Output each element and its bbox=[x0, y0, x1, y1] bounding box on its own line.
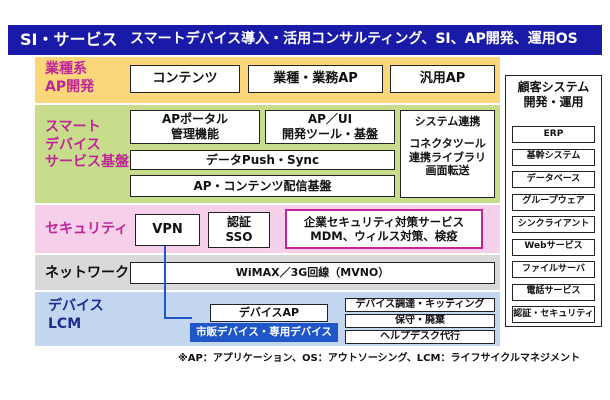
box-ap-ui-dev: AP／UI 開発ツール・基盤 bbox=[265, 110, 395, 144]
box-general-ap: 汎用AP bbox=[390, 65, 495, 93]
layer-label-security: セキュリティ bbox=[45, 221, 129, 237]
box-helpdesk: ヘルプデスク代行 bbox=[345, 330, 495, 344]
layer-label-smart: スマート デバイス サービス基盤 bbox=[45, 119, 129, 170]
box-maintenance-disposal: 保守・廃棄 bbox=[345, 314, 495, 328]
layer-label-network: ネットワーク bbox=[45, 265, 129, 281]
box-device-procurement: デバイス調達・キッティング bbox=[345, 298, 495, 312]
vpn-connector-line bbox=[164, 246, 192, 319]
layer-label-lcm: デバイス LCM bbox=[48, 298, 104, 332]
box-market-devices: 市販デバイス・専用デバイス bbox=[190, 323, 338, 342]
box-data-push-sync: データPush・Sync bbox=[130, 150, 395, 170]
customer-system-title: 顧客システム 開発・運用 bbox=[517, 80, 590, 109]
box-industry-ap: 業種・業務AP bbox=[248, 65, 383, 93]
box-wimax-3g: WiMAX／3G回線（MVNO） bbox=[130, 262, 495, 284]
header-bar bbox=[8, 25, 602, 55]
customer-item: ERP bbox=[512, 126, 595, 143]
box-corporate-security: 企業セキュリティ対策サービス MDM、ウィルス対策、検疫 bbox=[285, 209, 483, 249]
footnote: ※AP：アプリケーション、OS：アウトソーシング、LCM：ライフサイクルマネジメ… bbox=[178, 353, 580, 364]
box-ap-content-delivery: AP・コンテンツ配信基盤 bbox=[130, 175, 395, 197]
box-vpn: VPN bbox=[135, 214, 200, 246]
customer-item: グループウェア bbox=[512, 193, 595, 211]
customer-item: 基幹システム bbox=[512, 148, 595, 166]
header-title: SI・サービス bbox=[20, 30, 118, 49]
box-system-integration: システム連携 コネクタツール 連携ライブラリ 画面転送 bbox=[400, 110, 495, 198]
customer-item: 認証・セキュリティ bbox=[512, 306, 595, 323]
customer-item: データベース bbox=[512, 171, 595, 188]
customer-item: Webサービス bbox=[512, 238, 595, 256]
box-auth-sso: 認証 SSO bbox=[208, 212, 270, 248]
box-contents: コンテンツ bbox=[130, 65, 240, 93]
customer-item: ファイルサーバ bbox=[512, 261, 595, 278]
box-ap-portal: APポータル 管理機能 bbox=[130, 110, 260, 144]
header-subtitle: スマートデバイス導入・活用コンサルティング、SI、AP開発、運用OS bbox=[130, 31, 578, 47]
layer-label-gyoshu: 業種系 AP開発 bbox=[45, 61, 95, 95]
customer-item: シンクライアント bbox=[512, 216, 595, 233]
box-device-ap: デバイスAP bbox=[210, 304, 328, 322]
customer-item: 電話サービス bbox=[512, 283, 595, 301]
